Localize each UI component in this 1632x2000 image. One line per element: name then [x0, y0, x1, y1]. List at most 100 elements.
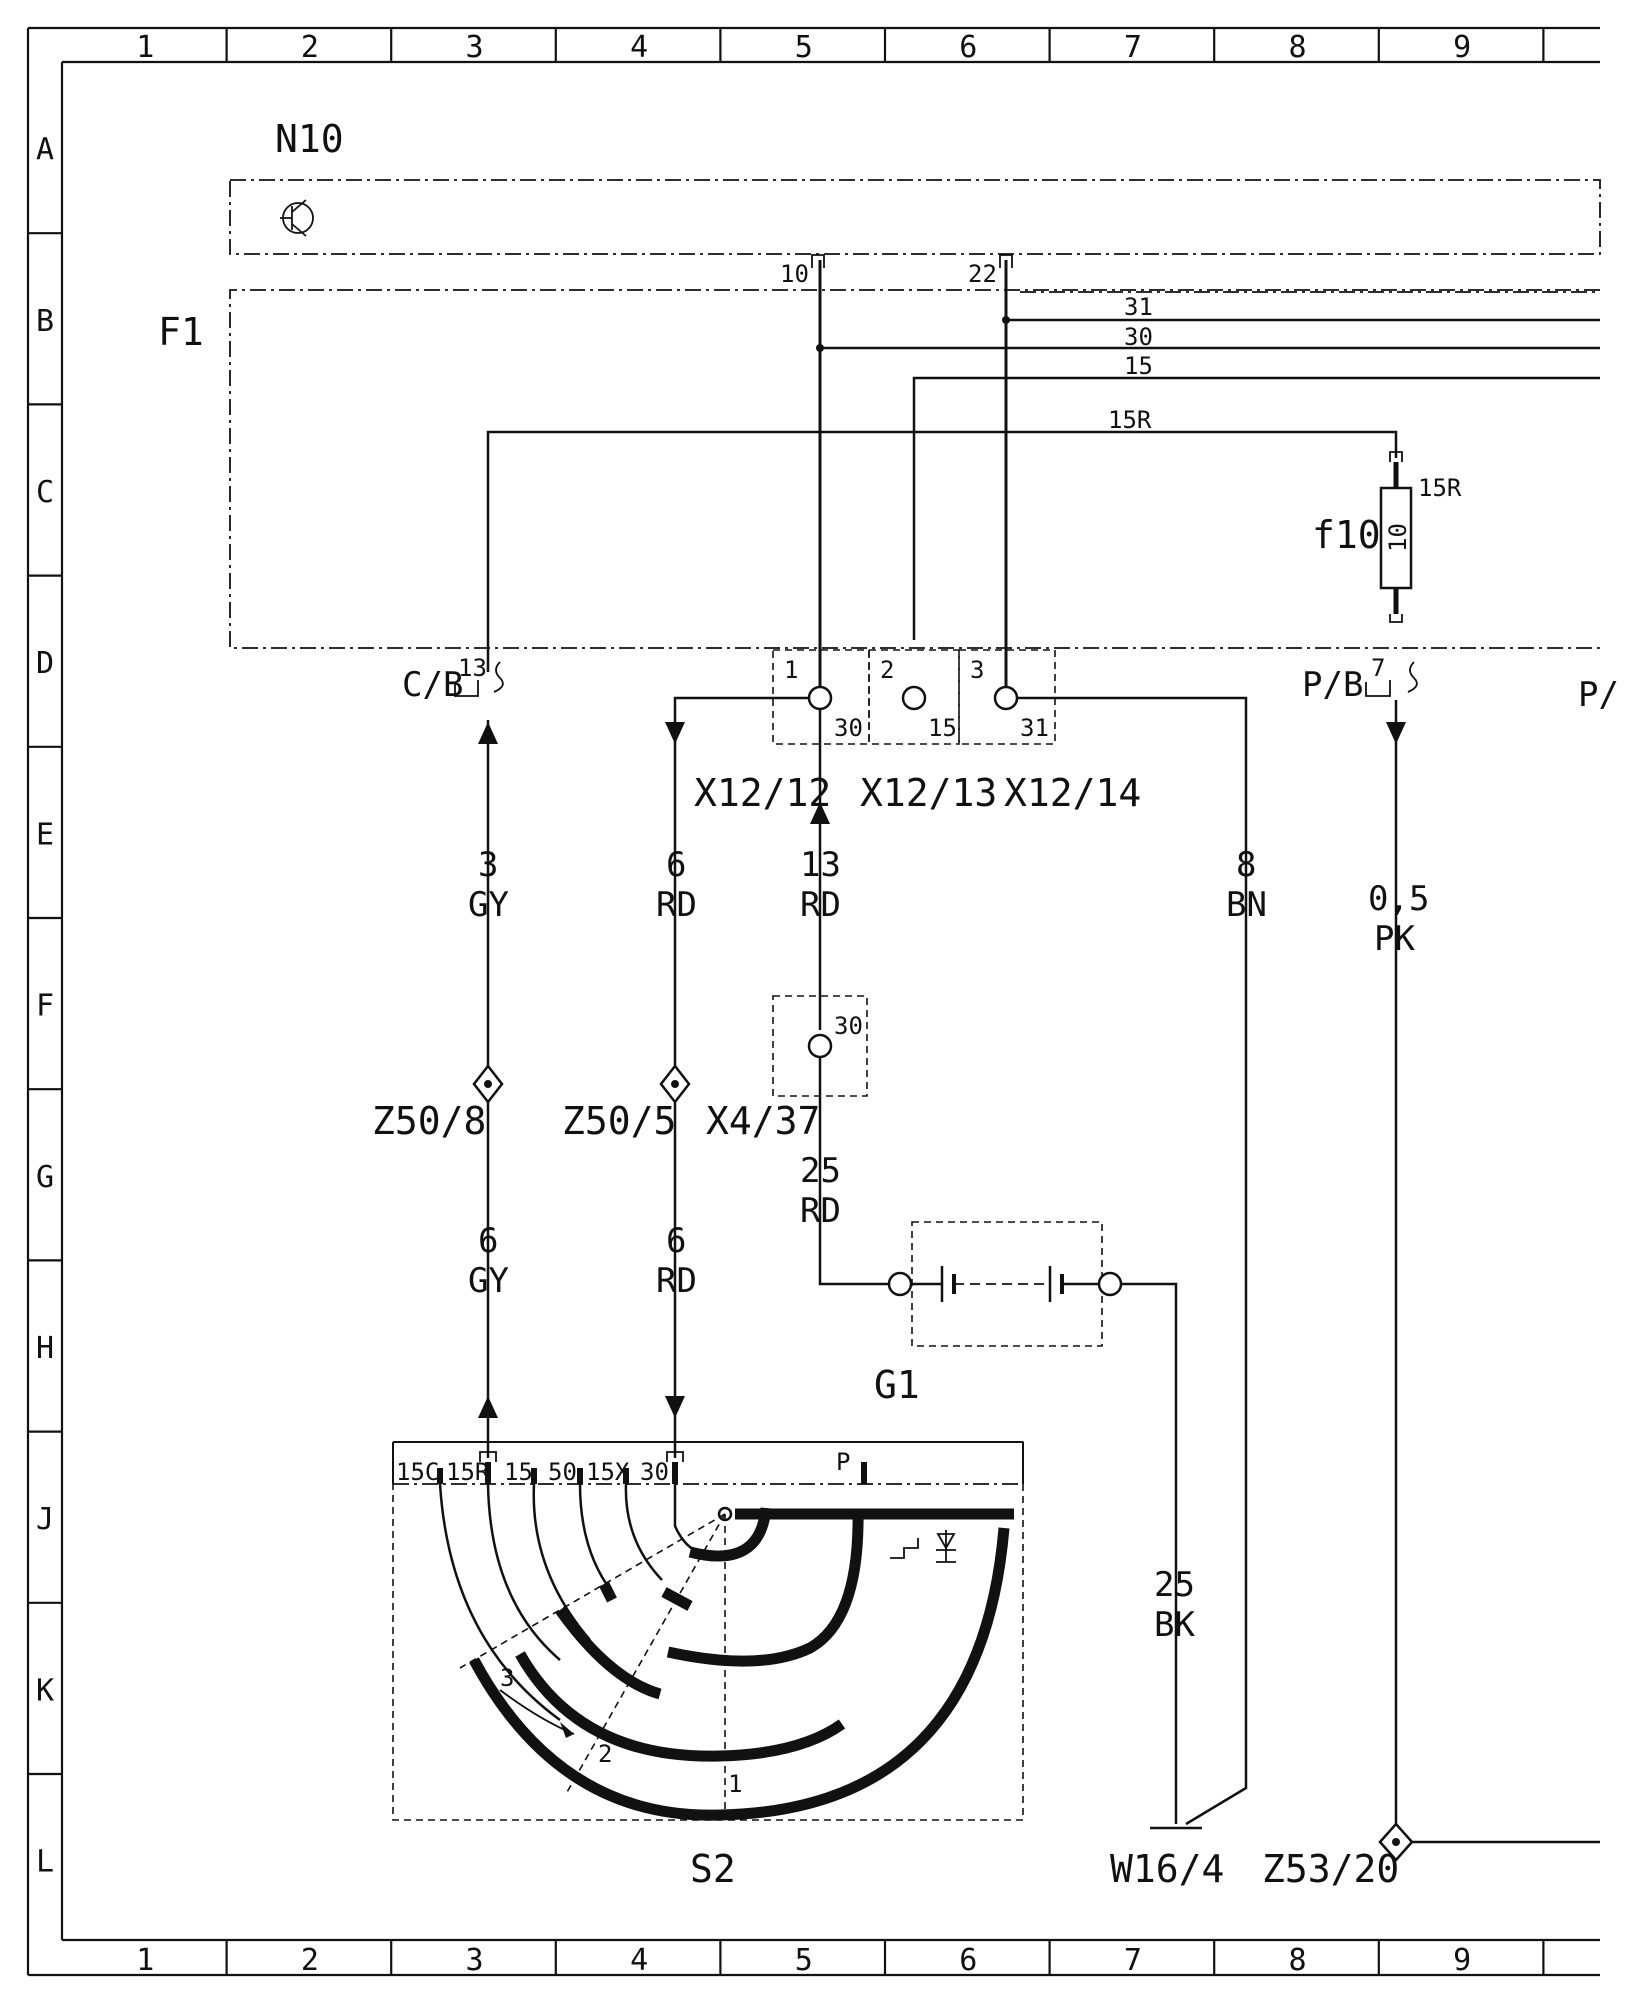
- x12-12-pin-number: 1: [784, 656, 798, 684]
- grid-col-6: 6: [959, 30, 977, 65]
- svg-text:10: 10: [780, 260, 809, 288]
- grid-row-K: K: [36, 1673, 54, 1708]
- g1-label: G1: [874, 1363, 920, 1407]
- wire-rd-6-size: 6: [666, 845, 686, 885]
- wire-labels: 3 GY 6 RD 13 RD 8 BN 0,5 PK 6 GY 6 RD 25…: [468, 845, 1429, 1645]
- grid-col-9: 9: [1453, 30, 1471, 65]
- connector-pb: P/B 7 P/: [1302, 654, 1619, 715]
- grid-col-5-bottom: 5: [795, 1943, 813, 1978]
- svg-text:30: 30: [834, 1012, 863, 1040]
- grid-col-1-bottom: 1: [136, 1943, 154, 1978]
- grid-row-B: B: [36, 304, 54, 339]
- ignition-switch-s2: 15C 15R 15 50 15X 30 P: [392, 1441, 1024, 1891]
- wire-pk-color: PK: [1374, 919, 1415, 959]
- wire-bn-8-size: 8: [1236, 845, 1256, 885]
- n10-pin-10: 10: [780, 254, 825, 690]
- s2-pin-50: 50: [548, 1458, 577, 1486]
- x4-37-label: X4/37: [706, 1099, 820, 1143]
- f10-rating: 10: [1384, 523, 1412, 552]
- x12-13-pin-number: 2: [880, 656, 894, 684]
- x12-13-label: X12/13: [860, 771, 997, 815]
- bus-31-label: 31: [1124, 293, 1153, 321]
- grid-col-8: 8: [1289, 30, 1307, 65]
- grid-col-4-bottom: 4: [630, 1943, 648, 1978]
- n10-label: N10: [275, 117, 344, 161]
- s2-pin-p: P: [836, 1448, 850, 1476]
- grid-row-F: F: [36, 989, 54, 1024]
- wire-gy-3-size: 3: [478, 845, 498, 885]
- x12-14-pin-number: 3: [970, 656, 984, 684]
- s2-position-1: 1: [728, 1770, 742, 1798]
- wire-rd-25-color: RD: [800, 1191, 841, 1231]
- battery-g1: G1: [874, 1221, 1123, 1407]
- grid-col-1: 1: [136, 30, 154, 65]
- wire-bk-25-color: BK: [1154, 1605, 1195, 1645]
- x12-14-terminal: 31: [1020, 714, 1049, 742]
- x12-12-terminal: 30: [834, 714, 863, 742]
- s2-position-3: 3: [500, 1664, 514, 1692]
- wire-rd-6b-size: 6: [666, 1221, 686, 1261]
- grid-row-J: J: [36, 1502, 54, 1537]
- cb-label: C/B: [402, 665, 463, 705]
- grid-col-2: 2: [301, 30, 319, 65]
- wire-rd-25-size: 25: [800, 1151, 841, 1191]
- grid-row-D: D: [36, 646, 54, 681]
- bus-15-label: 15: [1124, 352, 1153, 380]
- svg-text:22: 22: [968, 260, 997, 288]
- diagram-frame: [26, 26, 1600, 1977]
- x12-14-label: X12/14: [1004, 771, 1141, 815]
- s2-pin-15x: 15X: [586, 1458, 630, 1486]
- bus-15r-label: 15R: [1108, 406, 1152, 434]
- junction-z53-20: Z53/20: [1262, 1822, 1414, 1891]
- f10-label: f10: [1312, 513, 1381, 557]
- wire-rd-6b-color: RD: [656, 1261, 697, 1301]
- grid-row-C: C: [36, 475, 54, 510]
- terminal-block-x12: 1 2 3 30 15 31 X12/12 X12/13 X12/14: [694, 649, 1141, 815]
- grid-row-L: L: [36, 1845, 54, 1880]
- junction-z50-8: Z50/8: [372, 1063, 504, 1143]
- grid-col-9-bottom: 9: [1453, 1943, 1471, 1978]
- connector-cb: C/B 13: [402, 654, 504, 705]
- wire-bn-8-color: BN: [1226, 885, 1267, 925]
- grid-col-2-bottom: 2: [301, 1943, 319, 1978]
- transistor-icon: [280, 199, 314, 237]
- wire-gy-6-color: GY: [468, 1261, 509, 1301]
- wire-bk-25-size: 25: [1154, 1565, 1195, 1605]
- grid-col-7: 7: [1124, 30, 1142, 65]
- wire-rd-13-color: RD: [800, 885, 841, 925]
- wire-gy-3-color: GY: [468, 885, 509, 925]
- grid-col-8-bottom: 8: [1289, 1943, 1307, 1978]
- grid-col-7-bottom: 7: [1124, 1943, 1142, 1978]
- s2-pin-15c: 15C: [396, 1458, 439, 1486]
- f1-fusebox: F1: [158, 289, 1600, 649]
- grid-row-H: H: [36, 1331, 54, 1366]
- pb-pin-7: 7: [1371, 654, 1385, 682]
- grid-row-G: G: [36, 1160, 54, 1195]
- bus-30-label: 30: [1124, 323, 1153, 351]
- grid-row-A: A: [36, 133, 54, 168]
- wire-rd-13-size: 13: [800, 845, 841, 885]
- n10-pin-22: 22: [968, 254, 1013, 690]
- f10-pin-label: 15R: [1418, 474, 1462, 502]
- fuse-f10: f10 15R 10: [1312, 451, 1462, 623]
- ground-w16-4: W16/4: [1110, 1847, 1224, 1891]
- grid-col-5: 5: [795, 30, 813, 65]
- cb-pin-13: 13: [458, 654, 487, 682]
- wire-gy-6-size: 6: [478, 1221, 498, 1261]
- svg-text:Z50/5: Z50/5: [562, 1099, 676, 1143]
- grid-col-6-bottom: 6: [959, 1943, 977, 1978]
- grid-col-4: 4: [630, 30, 648, 65]
- x12-13-terminal: 15: [928, 714, 957, 742]
- svg-text:W16/4: W16/4: [1110, 1847, 1224, 1891]
- s2-position-2: 2: [598, 1740, 612, 1768]
- wire-pk-size: 0,5: [1368, 879, 1429, 919]
- s2-pin-30: 30: [640, 1458, 669, 1486]
- f1-label: F1: [158, 310, 204, 354]
- s2-pin-15r: 15R: [446, 1458, 490, 1486]
- n10-module: N10: [229, 117, 1601, 255]
- wire-rd-6-color: RD: [656, 885, 697, 925]
- lock-symbol-icon: [936, 1530, 956, 1563]
